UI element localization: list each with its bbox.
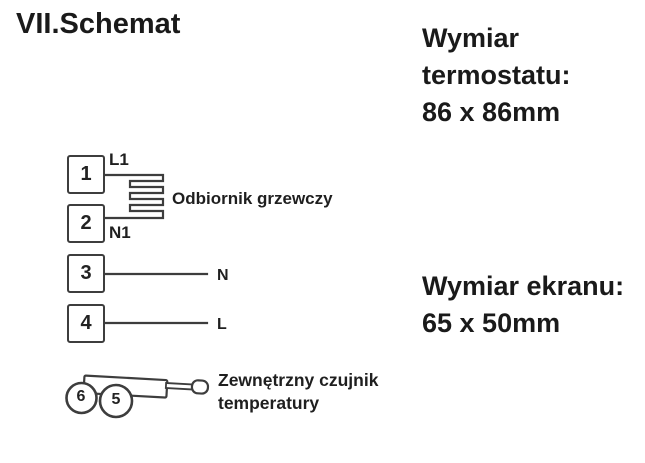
sensor-label: Zewnętrzny czujnik temperatury: [218, 369, 378, 415]
terminal-label-n: N: [217, 267, 229, 284]
terminal-label-l1: L1: [109, 150, 129, 169]
screen-dimensions-text: Wymiar ekranu: 65 x 50mm: [422, 268, 624, 342]
sensor-terminal-number-6: 6: [76, 388, 86, 405]
terminal-number-1: 1: [80, 163, 92, 185]
sensor-terminal-number-5: 5: [111, 391, 121, 408]
terminal-number-2: 2: [80, 212, 92, 234]
terminal-label-n1: N1: [109, 223, 131, 242]
terminal-box-4: 4: [67, 304, 105, 343]
heating-load-label: Odbiornik grzewczy: [172, 189, 333, 208]
thermostat-dimensions-line-1: Wymiar: [422, 23, 520, 53]
page-title: VII.Schemat: [16, 8, 181, 40]
thermostat-dimensions-line-2: termostatu:: [422, 60, 571, 90]
terminal-number-3: 3: [80, 262, 92, 284]
terminal-box-2: 2: [67, 204, 105, 243]
screen-dimensions-line-1: Wymiar ekranu:: [422, 271, 625, 301]
sensor-plug-tip: [190, 379, 210, 395]
terminal-box-1: 1: [67, 155, 105, 194]
sensor-label-line-1: Zewnętrzny czujnik: [218, 370, 379, 390]
sensor-label-line-2: temperatury: [218, 393, 320, 413]
terminal-label-l: L: [217, 316, 227, 333]
terminal-number-4: 4: [80, 312, 92, 334]
sensor-plug-rod: [164, 382, 195, 391]
heater-circuit-wire: [103, 173, 165, 220]
terminal-box-3: 3: [67, 254, 105, 293]
screen-dimensions-value: 65 x 50mm: [422, 308, 561, 338]
thermostat-dimensions-text: Wymiar termostatu: 86 x 86mm: [422, 20, 571, 131]
thermostat-dimensions-value: 86 x 86mm: [422, 97, 561, 127]
